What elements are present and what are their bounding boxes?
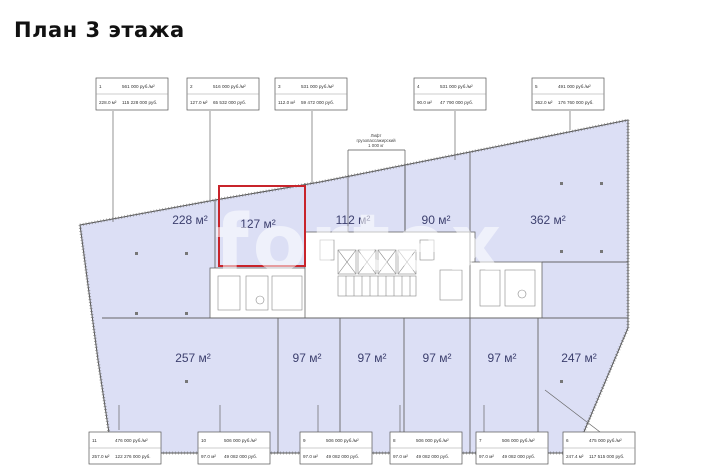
- bottom-info-box: 7 506 000 руб./м² 97.0 м² 49 082 000 руб.: [475, 431, 549, 465]
- selected-unit-highlight[interactable]: [218, 185, 306, 267]
- info-box-total: 49 082 000 руб.: [224, 454, 257, 459]
- info-box-area: 97.0 м²: [201, 454, 216, 459]
- top-info-box: 2 516 000 руб./м² 127.0 м² 65 532 000 руб.: [186, 77, 260, 111]
- info-box-price: 475 000 руб./м²: [589, 438, 622, 443]
- info-box-total: 47 790 000 руб.: [440, 100, 473, 105]
- top-info-box: 1 561 000 руб./м² 228.0 м² 115 228 000 руб.: [95, 77, 169, 111]
- info-box-total: 49 082 000 руб.: [326, 454, 359, 459]
- info-box-total: 59 472 000 руб.: [301, 100, 334, 105]
- bottom-info-box: 6 475 000 руб./м² 247.4 м² 117 515 000 руб.: [562, 431, 636, 465]
- unit-area-label: 97 м²: [488, 351, 517, 365]
- info-box-total: 49 082 000 руб.: [416, 454, 449, 459]
- info-box-area: 97.0 м²: [393, 454, 408, 459]
- core-details: [217, 239, 536, 311]
- info-box-price: 506 000 руб./м²: [502, 438, 535, 443]
- info-box-number: 7: [479, 438, 482, 443]
- unit-area-label: 90 м²: [422, 213, 451, 227]
- core-right: [469, 261, 543, 319]
- unit-area-label: 97 м²: [423, 351, 452, 365]
- info-box-number: 11: [92, 438, 97, 443]
- info-box-price: 506 000 руб./м²: [326, 438, 359, 443]
- info-box-area: 127.0 м²: [190, 100, 208, 105]
- info-box-total: 115 228 000 руб.: [122, 100, 157, 105]
- info-box-number: 1: [99, 84, 102, 89]
- lift-label-1: Лифт: [371, 133, 382, 138]
- info-box-number: 9: [303, 438, 306, 443]
- info-box-number: 2: [190, 84, 193, 89]
- info-box-price: 476 000 руб./м²: [115, 438, 148, 443]
- info-box-price: 531 000 руб./м²: [301, 84, 334, 89]
- info-box-number: 3: [278, 84, 281, 89]
- info-box-price: 516 000 руб./м²: [213, 84, 246, 89]
- info-box-total: 176 760 000 руб.: [558, 100, 594, 105]
- info-box-number: 6: [566, 438, 569, 443]
- info-box-area: 228.0 м²: [99, 100, 117, 105]
- page-title: План 3 этажа: [14, 18, 185, 42]
- lift-marker: [347, 149, 406, 232]
- lift-label-3: 1 000 кг: [368, 143, 384, 148]
- info-box-price: 506 000 руб./м²: [224, 438, 257, 443]
- info-box-total: 122 276 000 руб.: [115, 454, 151, 459]
- unit-area-label: 362 м²: [530, 213, 566, 227]
- info-box-area: 247.4 м²: [566, 454, 584, 459]
- facade-left: [78, 224, 114, 454]
- unit-area-label: 127 м²: [240, 217, 276, 231]
- info-box-total: 65 532 000 руб.: [213, 100, 246, 105]
- info-box-area: 112.0 м²: [278, 100, 296, 105]
- info-box-total: 117 515 000 руб.: [589, 454, 624, 459]
- info-box-area: 97.0 м²: [303, 454, 318, 459]
- top-info-box: 4 531 000 руб./м² 90.0 м² 47 790 000 руб.: [413, 77, 487, 111]
- info-box-area: 362.0 м²: [535, 100, 553, 105]
- unit-area-label: 112 м²: [336, 213, 371, 227]
- leader-lines: [112, 111, 601, 433]
- top-info-box: 5 491 000 руб./м² 362.0 м² 176 760 000 руб.: [531, 77, 605, 111]
- info-box-price: 531 000 руб./м²: [440, 84, 473, 89]
- unit-area-label: 247 м²: [561, 351, 597, 365]
- unit-area-label: 97 м²: [293, 351, 322, 365]
- unit-area-label: 228 м²: [172, 213, 208, 227]
- core-center: [304, 231, 476, 319]
- info-box-total: 49 082 000 руб.: [502, 454, 535, 459]
- unit-area-label: 257 м²: [175, 351, 211, 365]
- info-box-area: 97.0 м²: [479, 454, 494, 459]
- unit-area-label: 97 м²: [358, 351, 387, 365]
- info-box-number: 10: [201, 438, 207, 443]
- bottom-info-box: 11 476 000 руб./м² 257.0 м² 122 276 000 руб…: [88, 431, 162, 465]
- info-box-price: 491 000 руб./м²: [558, 84, 591, 89]
- facade-right: [573, 120, 630, 454]
- bottom-info-box: 10 506 000 руб./м² 97.0 м² 49 082 000 руб.: [197, 431, 271, 465]
- top-info-boxes: 1 561 000 руб./м² 228.0 м² 115 228 000 руб.…: [95, 77, 605, 111]
- watermark: fortex: [215, 199, 506, 289]
- columns: [135, 182, 603, 383]
- lift-label-2: грузопассажирский: [356, 138, 396, 143]
- top-info-box: 3 531 000 руб./м² 112.0 м² 59 472 000 руб.: [274, 77, 348, 111]
- facade-top: [79, 118, 629, 227]
- bottom-info-boxes: 11 476 000 руб./м² 257.0 м² 122 276 000 руб…: [88, 431, 636, 465]
- info-box-area: 257.0 м²: [92, 454, 110, 459]
- info-box-area: 90.0 м²: [417, 100, 432, 105]
- info-box-number: 5: [535, 84, 538, 89]
- info-box-price: 506 000 руб./м²: [416, 438, 449, 443]
- info-box-number: 8: [393, 438, 396, 443]
- info-box-price: 561 000 руб./м²: [122, 84, 155, 89]
- info-box-number: 4: [417, 84, 420, 89]
- bottom-info-box: 8 506 000 руб./м² 97.0 м² 49 082 000 руб.: [389, 431, 463, 465]
- bottom-info-box: 9 506 000 руб./м² 97.0 м² 49 082 000 руб.: [299, 431, 373, 465]
